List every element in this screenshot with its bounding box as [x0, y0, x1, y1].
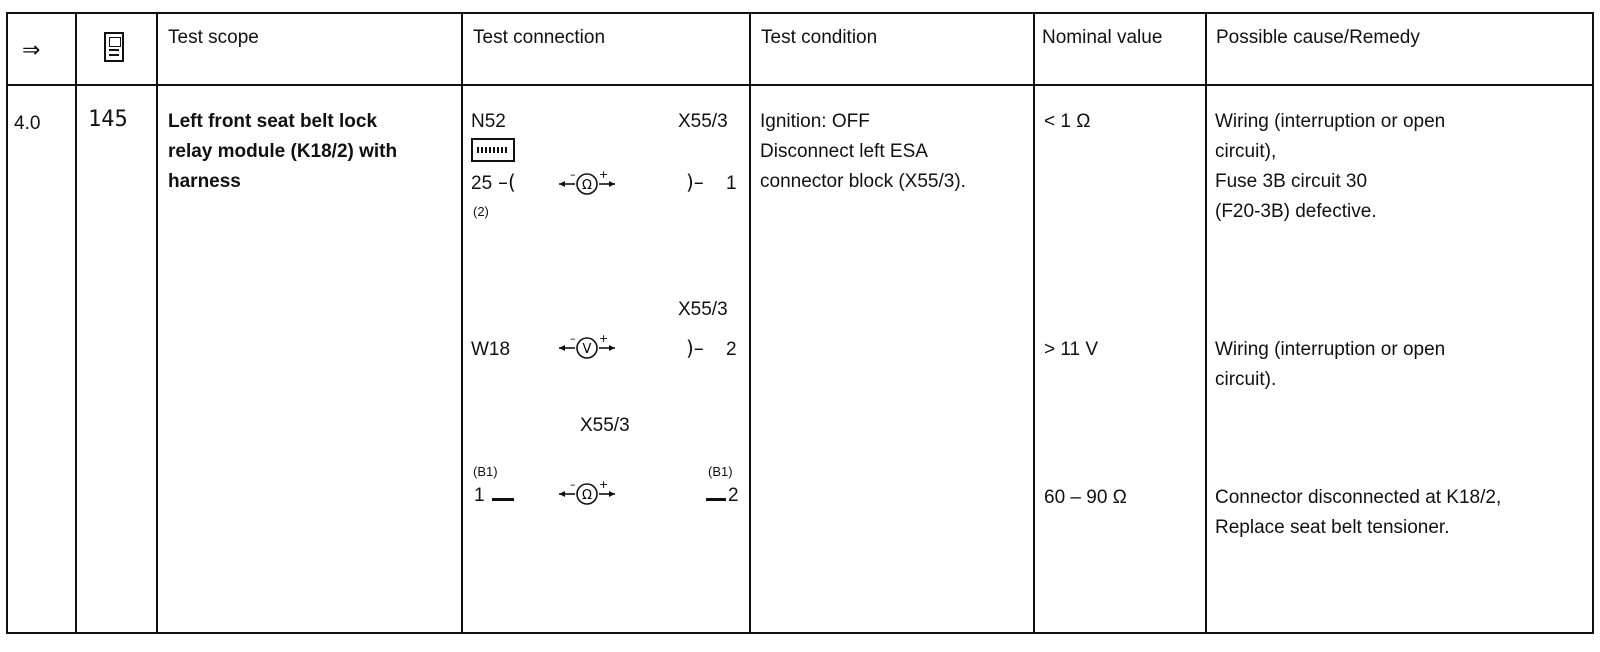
cause3-line-1: Connector disconnected at K18/2, [1215, 487, 1502, 508]
svg-text:–: – [570, 170, 576, 181]
col-divider-4 [749, 14, 751, 632]
conn3-center-top: X55/3 [580, 415, 630, 436]
conn1-right-plug-symbol: )– [686, 170, 704, 194]
connector-block-icon [471, 138, 515, 162]
cause1-line-4: (F20-3B) defective. [1215, 201, 1377, 222]
svg-text:V: V [583, 342, 592, 357]
svg-text:+: + [599, 170, 608, 181]
conn3-left-note: (B1) [473, 464, 498, 479]
header-possible-cause: Possible cause/Remedy [1216, 27, 1420, 48]
arrow-symbol: ⇒ [22, 37, 41, 62]
scope-line-1: Left front seat belt lock [168, 111, 378, 132]
svg-text:Ω: Ω [582, 178, 592, 193]
col-divider-5 [1033, 14, 1035, 632]
header-test-scope: Test scope [168, 27, 259, 48]
conn2-right-plug-symbol: )– [686, 336, 704, 360]
conn1-left-pin: 25 [471, 173, 493, 194]
condition-line-2: Disconnect left ESA [760, 141, 928, 162]
conn1-left-plug-symbol: –( [498, 170, 516, 194]
test-code: 145 [88, 107, 128, 132]
conn2-right-pin: 2 [726, 339, 737, 360]
conn1-left-top: N52 [471, 111, 506, 132]
svg-text:Ω: Ω [582, 488, 592, 503]
col-divider-1 [75, 14, 77, 632]
conn2-right-top: X55/3 [678, 299, 728, 320]
ohmmeter-icon-1: Ω – + [559, 170, 615, 195]
col-divider-6 [1205, 14, 1207, 632]
scope-line-3: harness [168, 171, 241, 192]
header-test-condition: Test condition [761, 27, 878, 48]
nominal-value-3: 60 – 90 Ω [1044, 487, 1127, 508]
conn3-left-lead [492, 498, 514, 501]
svg-text:+: + [599, 480, 608, 491]
conn1-right-top: X55/3 [678, 111, 728, 132]
conn1-left-note: (2) [473, 204, 489, 219]
cause1-line-2: circuit), [1215, 141, 1277, 162]
step-number: 4.0 [14, 113, 41, 134]
conn3-right-pin: 2 [728, 485, 739, 506]
condition-line-1: Ignition: OFF [760, 111, 870, 132]
scope-line-2: relay module (K18/2) with [168, 141, 398, 162]
cause3-line-2: Replace seat belt tensioner. [1215, 517, 1450, 538]
cause2-line-2: circuit). [1215, 369, 1277, 390]
ohmmeter-icon-2: Ω – + [559, 480, 615, 505]
conn1-right-pin: 1 [726, 173, 737, 194]
svg-text:+: + [599, 334, 608, 345]
test-table: ⇒ Test scope Test connection Test condit… [6, 12, 1594, 634]
tester-device-icon [104, 32, 124, 62]
conn3-right-lead [706, 498, 726, 501]
cause2-line-1: Wiring (interruption or open [1215, 339, 1446, 360]
cause1-line-1: Wiring (interruption or open [1215, 111, 1446, 132]
conn3-left-pin: 1 [474, 485, 485, 506]
col-divider-2 [156, 14, 158, 632]
col-divider-3 [461, 14, 463, 632]
conn2-left: W18 [471, 339, 511, 360]
conn3-right-note: (B1) [708, 464, 733, 479]
cause1-line-3: Fuse 3B circuit 30 [1215, 171, 1368, 192]
svg-text:–: – [570, 480, 576, 491]
header-divider [8, 84, 1592, 86]
voltmeter-icon: V – + [559, 334, 615, 359]
nominal-value-1: < 1 Ω [1044, 111, 1091, 132]
header-test-connection: Test connection [473, 27, 606, 48]
nominal-value-2: > 11 V [1044, 339, 1099, 360]
svg-text:–: – [570, 334, 576, 345]
header-nominal-value: Nominal value [1042, 27, 1163, 48]
condition-line-3: connector block (X55/3). [760, 171, 966, 192]
